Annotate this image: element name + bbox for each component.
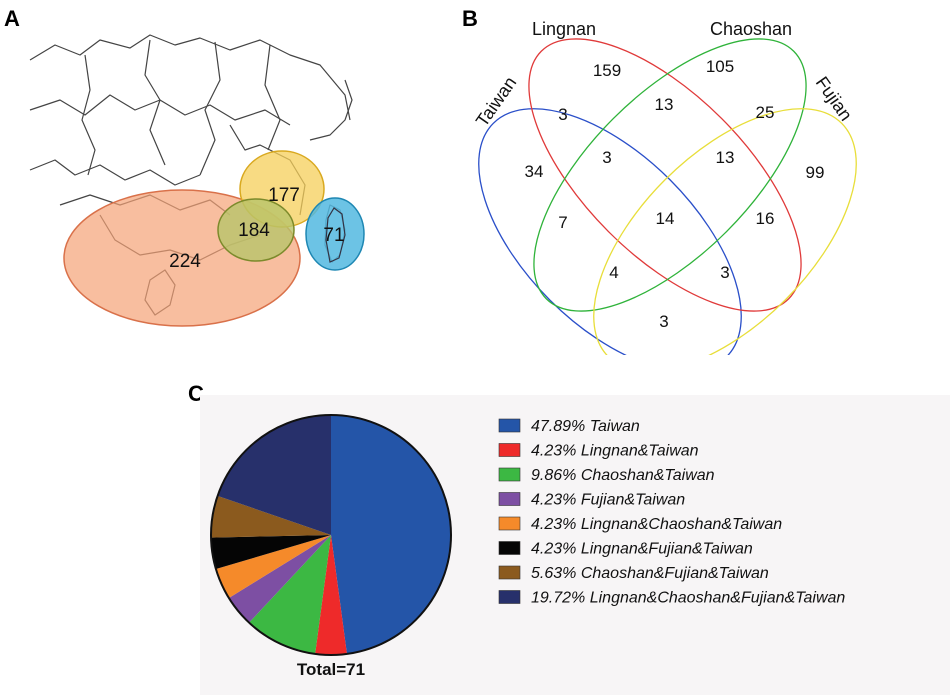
venn-label-lingnan: Lingnan — [532, 19, 596, 39]
map-value-taiwan: 71 — [323, 225, 344, 246]
pie-total-label: Total=71 — [297, 660, 365, 679]
panel-label-b: B — [462, 6, 478, 31]
legend-swatch — [498, 590, 521, 604]
legend-label: 4.23% Lingnan&Chaoshan&Taiwan — [531, 516, 782, 533]
legend-label: 4.23% Fujian&Taiwan — [531, 492, 685, 509]
pie-slice-lingnan-taiwan — [315, 535, 347, 655]
pie-slice-fujian-taiwan — [228, 535, 331, 623]
venn-set-fujian — [593, 108, 857, 355]
map-value-lingnan: 224 — [169, 251, 201, 272]
legend-label: 47.89% Taiwan — [531, 418, 640, 435]
legend-swatch — [498, 516, 521, 531]
map-region-taiwan — [305, 197, 365, 271]
pie-slice-lingnan-fujian-taiwan — [211, 535, 331, 570]
panel-label-c: C — [188, 381, 204, 406]
legend-label: 4.23% Lingnan&Fujian&Taiwan — [531, 541, 753, 558]
pie-legend: 47.89% Taiwan 4.23% Lingnan&Taiwan 9.86% C… — [498, 418, 845, 607]
venn-count-taiwan-chaoshan: 7 — [558, 213, 567, 232]
pie-outline — [210, 414, 452, 656]
legend-label: 9.86% Chaoshan&Taiwan — [531, 467, 715, 484]
venn-count-chaoshan-fujian: 25 — [756, 103, 775, 122]
venn-diagram: Lingnan Chaoshan Taiwan Fujian 159 105 3… — [472, 19, 857, 355]
pie-slice-chaoshan-fujian-taiwan — [211, 495, 331, 538]
venn-set-lingnan — [528, 38, 802, 312]
venn-count-lingnan-chaoshan: 13 — [655, 95, 674, 114]
map-value-fujian: 177 — [268, 185, 300, 206]
venn-count-taiwan-fujian: 3 — [659, 312, 668, 331]
legend-swatch — [498, 467, 521, 482]
venn-count-lingnan-chaoshan-fujian: 13 — [716, 148, 735, 167]
legend-swatch — [498, 565, 521, 580]
legend-swatch — [498, 443, 521, 457]
venn-count-taiwan-chaoshan-fujian: 4 — [609, 263, 618, 282]
pie-chart-panel: Total=71 47.89% Taiwan 4.23% Lingnan&Taiw… — [210, 414, 845, 679]
map-region-chaoshan — [217, 198, 295, 262]
legend-label: 19.72% Lingnan&Chaoshan&Fujian&Taiwan — [531, 590, 845, 607]
pie-slice-lingnan-chaoshan-fujian-taiwan — [217, 415, 331, 535]
legend-label: 5.63% Chaoshan&Fujian&Taiwan — [531, 565, 769, 582]
pie-slice-lingnan-chaoshan-taiwan — [215, 535, 331, 599]
venn-count-all-four: 14 — [656, 209, 675, 228]
legend-swatch — [498, 418, 521, 433]
panel-label-a: A — [4, 6, 20, 31]
venn-set-taiwan — [478, 108, 742, 355]
legend-swatch — [498, 541, 521, 555]
legend-swatch — [498, 492, 521, 506]
legend-label: 4.23% Lingnan&Taiwan — [531, 443, 699, 460]
venn-label-chaoshan: Chaoshan — [710, 19, 792, 39]
venn-count-lingnan-fujian: 16 — [756, 209, 775, 228]
venn-count-taiwan-lingnan-fujian: 3 — [720, 263, 729, 282]
pie-slice-chaoshan-taiwan — [249, 535, 331, 654]
venn-count-lingnan-only: 159 — [593, 61, 621, 80]
venn-count-fujian-only: 99 — [806, 163, 825, 182]
venn-count-taiwan-lingnan: 3 — [558, 105, 567, 124]
pie-slice-taiwan — [331, 415, 452, 654]
venn-label-taiwan: Taiwan — [472, 73, 521, 130]
map-panel: 224 184 177 71 — [29, 34, 365, 327]
venn-count-taiwan-lingnan-chaoshan: 3 — [602, 148, 611, 167]
venn-count-taiwan-only: 34 — [525, 162, 544, 181]
venn-count-chaoshan-only: 105 — [706, 57, 734, 76]
venn-set-chaoshan — [533, 38, 807, 312]
map-value-chaoshan: 184 — [238, 220, 270, 241]
pie-slices — [210, 414, 452, 656]
